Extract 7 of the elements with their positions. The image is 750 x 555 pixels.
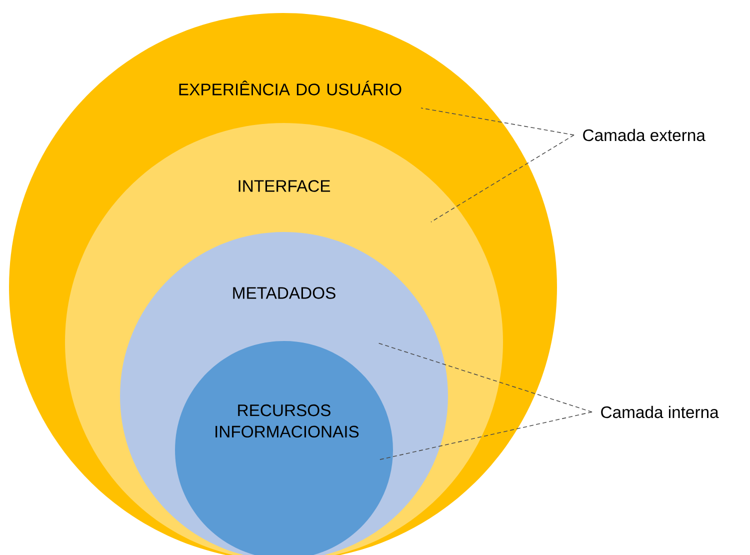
leader-line [378, 342, 592, 412]
circle-layer: RECURSOS INFORMACIONAIS [175, 341, 393, 555]
leader-line [378, 412, 592, 460]
leader-line [430, 134, 574, 222]
leader-line [420, 108, 574, 136]
layer-label: Camada externa [583, 128, 706, 142]
layer-label: Camada interna [601, 406, 719, 418]
